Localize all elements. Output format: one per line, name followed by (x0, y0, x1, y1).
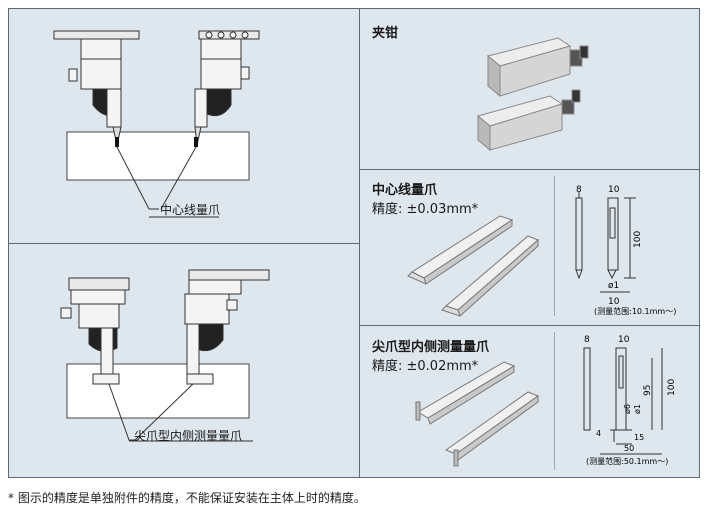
pointed-jaw-title: 尖爪型内侧测量量爪 (372, 340, 490, 355)
pj-dim-w1: 8 (584, 335, 590, 345)
pj-range: (测量范围:50.1mm～) (586, 456, 668, 466)
pointed-jaw-accuracy: 精度: ±0.02mm* (372, 359, 479, 374)
cj-dim-h: 100 (633, 231, 643, 248)
pj-dim-w2: 10 (618, 335, 630, 345)
divider-left (8, 243, 359, 244)
clamp-title: 夹钳 (372, 26, 399, 41)
divider-vertical (359, 8, 360, 478)
callout-pointed-jaw: 尖爪型内侧测量量爪 (134, 429, 243, 443)
clamp-illustration (476, 37, 589, 152)
divider-right-mid (359, 325, 700, 326)
divider-dim-1 (554, 176, 555, 316)
cj-dim-w2: 10 (608, 185, 620, 195)
right-jaw-tip (194, 137, 198, 147)
center-jaw-illustration (407, 215, 539, 317)
footnote: * 图示的精度是单独附件的精度，不能保证安装在主体上时的精度。 (8, 491, 366, 505)
cj-dim-b: 10 (608, 297, 620, 307)
center-jaw-accuracy: 精度: ±0.03mm* (372, 202, 479, 217)
pointed-jaw-drawing: 8 10 95 100 ø1 ø6 4 15 50 (测量范围:50.1mm～) (583, 335, 677, 466)
center-jaw-drawing: 8 10 100 ø1 10 (测量范围:10.1mm～) (575, 185, 676, 316)
pj-dim-c: 15 (634, 433, 644, 442)
pj-dim-d: ø1 (633, 404, 642, 414)
cj-dim-d: ø1 (608, 281, 619, 291)
caliper-center-illustration (53, 30, 260, 218)
pj-dim-h1: 95 (643, 385, 653, 396)
pj-dim-s: 4 (596, 429, 601, 438)
pj-dim-h2: 100 (667, 379, 677, 396)
pj-dim-t: ø6 (623, 404, 632, 414)
center-jaw-title: 中心线量爪 (372, 183, 438, 198)
cj-dim-w1: 8 (576, 185, 582, 195)
left-jaw-tip (115, 137, 119, 147)
divider-right-top (359, 169, 700, 170)
pointed-jaw-illustration (415, 361, 540, 467)
divider-dim-2 (554, 332, 555, 470)
pj-dim-b: 50 (624, 444, 634, 453)
cj-range: (测量范围:10.1mm～) (594, 306, 676, 316)
caliper-pointed-illustration (60, 269, 270, 442)
callout-center-jaw: 中心线量爪 (160, 203, 221, 217)
